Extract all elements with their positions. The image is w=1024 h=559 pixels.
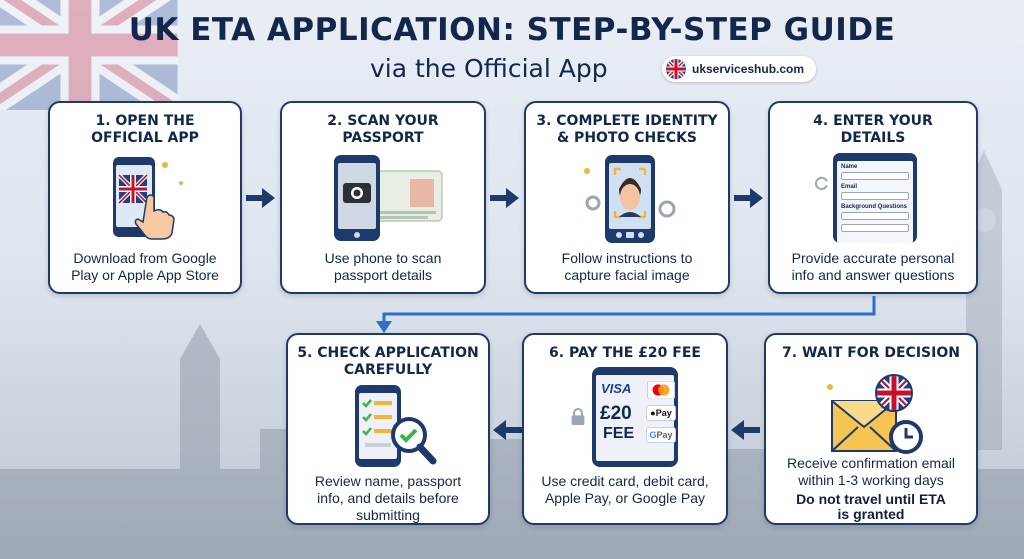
arrow-left-icon: [493, 420, 522, 440]
face-scan-icon: [584, 155, 676, 243]
step-description: Download from Google: [73, 250, 217, 266]
step-card-1: 1. OPEN THE OFFICIAL APP Download from G…: [48, 101, 242, 294]
step-description: within 1-3 working days: [798, 472, 944, 488]
step-description: info and answer questions: [791, 267, 955, 283]
form-label-name: Name: [841, 164, 858, 170]
step-description: Receive confirmation email: [786, 455, 956, 471]
step-description: info, and details before: [317, 490, 459, 506]
phone-tap-icon: [113, 157, 183, 240]
step-title: 6. PAY THE £20 FEE: [549, 345, 701, 361]
step-description: capture facial image: [564, 267, 690, 283]
form-label-email: Email: [841, 184, 858, 190]
name-field: [841, 172, 909, 180]
step-title: DETAILS: [840, 130, 906, 146]
form-phone: Name Email Background Questions: [833, 153, 917, 243]
apple-pay-badge: ●Pay: [646, 405, 676, 421]
site-badge[interactable]: ukserviceshub.com: [662, 56, 817, 82]
form-label-background: Background Questions: [841, 204, 908, 210]
arrow-right-icon: [246, 188, 275, 208]
site-url: ukserviceshub.com: [692, 62, 805, 76]
arrow-right-icon: [734, 188, 763, 208]
step-title: OFFICIAL APP: [91, 130, 199, 146]
arrow-left-icon: [731, 420, 760, 440]
step-title: 3. COMPLETE IDENTITY: [536, 113, 718, 129]
fee-amount: £20: [600, 403, 632, 424]
step-card-2: 2. SCAN YOUR PASSPORT Use phone to scan …: [280, 101, 486, 294]
step-description: Use phone to scan: [324, 250, 442, 266]
step-card-6: 6. PAY THE £20 FEE VISA £20 FEE ●Pay GPa…: [522, 333, 728, 525]
step-title: & PHOTO CHECKS: [556, 130, 698, 146]
step-description: submitting: [356, 507, 420, 523]
mastercard-icon: [646, 381, 676, 399]
step-card-4: 4. ENTER YOUR DETAILS Name Email Backgro…: [768, 101, 978, 294]
step-title: CAREFULLY: [343, 362, 433, 378]
step-card-5: 5. CHECK APPLICATION CAREFULLY Review na…: [286, 333, 490, 525]
step-description: Review name, passport: [314, 473, 462, 489]
travel-warning: is granted: [837, 506, 905, 522]
google-g-icon: G: [649, 430, 657, 440]
step-title: 1. OPEN THE: [95, 113, 195, 129]
step-description: Apple Pay, or Google Pay: [544, 490, 706, 506]
apple-icon: ●: [650, 408, 656, 418]
email-envelope-clock-icon: [827, 374, 923, 454]
page-title: UK ETA APPLICATION: STEP-BY-STEP GUIDE: [128, 12, 896, 48]
arrow-right-icon: [490, 188, 519, 208]
refresh-icon: [814, 176, 828, 190]
step-description: Follow instructions to: [561, 250, 693, 266]
google-pay-badge: GPay: [646, 427, 676, 443]
uk-flag-icon: [666, 59, 686, 79]
step-title: 4. ENTER YOUR: [813, 113, 933, 129]
fee-label: FEE: [603, 425, 635, 442]
step-card-7: 7. WAIT FOR DECISION Receive confirmatio…: [764, 333, 978, 525]
step-title: 7. WAIT FOR DECISION: [782, 345, 960, 361]
background-uk-flag: [0, 0, 180, 110]
step-title: 2. SCAN YOUR: [327, 113, 439, 129]
passport-scan-icon: [334, 155, 443, 241]
padlock-icon: [571, 408, 585, 425]
email-field: [841, 192, 909, 200]
step-description: passport details: [333, 267, 433, 283]
step-card-3: 3. COMPLETE IDENTITY & PHOTO CHECKS Foll…: [524, 101, 730, 294]
background-field: [841, 212, 909, 220]
page-subtitle: via the Official App: [370, 54, 608, 83]
step-title: 5. CHECK APPLICATION: [297, 345, 479, 361]
checklist-magnifier-icon: [355, 385, 437, 467]
visa-logo: VISA: [601, 381, 632, 396]
step-title: PASSPORT: [342, 130, 424, 146]
step-description: Provide accurate personal: [791, 250, 955, 266]
step-description: Use credit card, debit card,: [541, 473, 709, 489]
extra-field: [841, 224, 909, 232]
step-description: Play or Apple App Store: [71, 267, 219, 283]
travel-warning: Do not travel until ETA: [796, 491, 946, 507]
